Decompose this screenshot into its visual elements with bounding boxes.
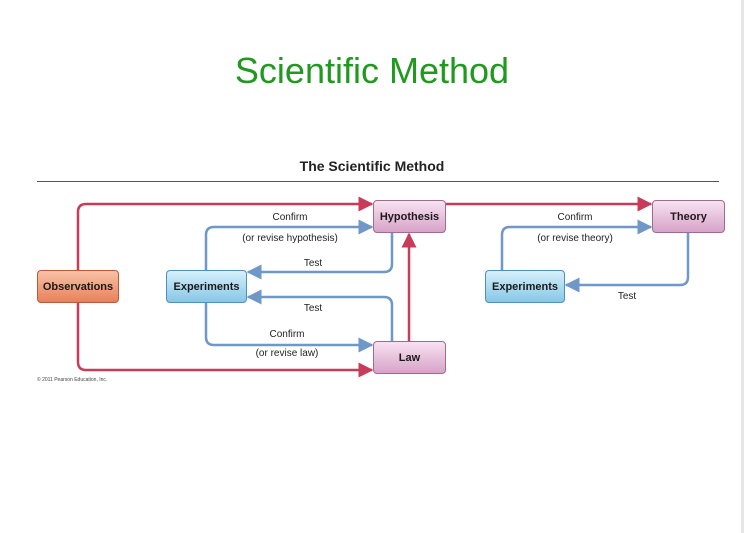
- arrow-experiments-confirm-hypothesis: [204, 219, 374, 270]
- node-observations: Observations: [37, 270, 119, 303]
- copyright-notice: © 2011 Pearson Education, Inc.: [37, 377, 108, 383]
- label-confirm-hypothesis: Confirm: [272, 212, 308, 223]
- arrow-observations-to-hypothesis: [76, 196, 374, 270]
- label-confirm-law: Confirm: [269, 329, 305, 340]
- label-revise-theory: (or revise theory): [537, 233, 613, 244]
- title-rule: [37, 181, 719, 182]
- label-revise-hypothesis: (or revise hypothesis): [242, 233, 338, 244]
- figure-title: The Scientific Method: [299, 158, 445, 174]
- node-experiments-left: Experiments: [166, 270, 247, 303]
- arrow-law-test-experiments: [246, 289, 394, 341]
- arrow-theory-test-experiments: [564, 233, 690, 293]
- slide-title: Scientific Method: [234, 50, 510, 91]
- arrow-observations-to-law: [76, 303, 374, 378]
- label-test-law: Test: [303, 303, 323, 314]
- node-experiments-right: Experiments: [485, 270, 565, 303]
- arrow-hypothesis-test-experiments: [246, 233, 394, 280]
- node-hypothesis: Hypothesis: [373, 200, 446, 233]
- arrow-experiments-confirm-law: [204, 303, 374, 353]
- slide-edge: [741, 0, 744, 533]
- node-theory: Theory: [652, 200, 725, 233]
- label-revise-law: (or revise law): [255, 348, 319, 359]
- arrow-experiments-confirm-theory: [500, 219, 653, 270]
- node-law: Law: [373, 341, 446, 374]
- label-confirm-theory: Confirm: [557, 212, 593, 223]
- label-test-hypothesis: Test: [303, 258, 323, 269]
- label-test-theory: Test: [617, 291, 637, 302]
